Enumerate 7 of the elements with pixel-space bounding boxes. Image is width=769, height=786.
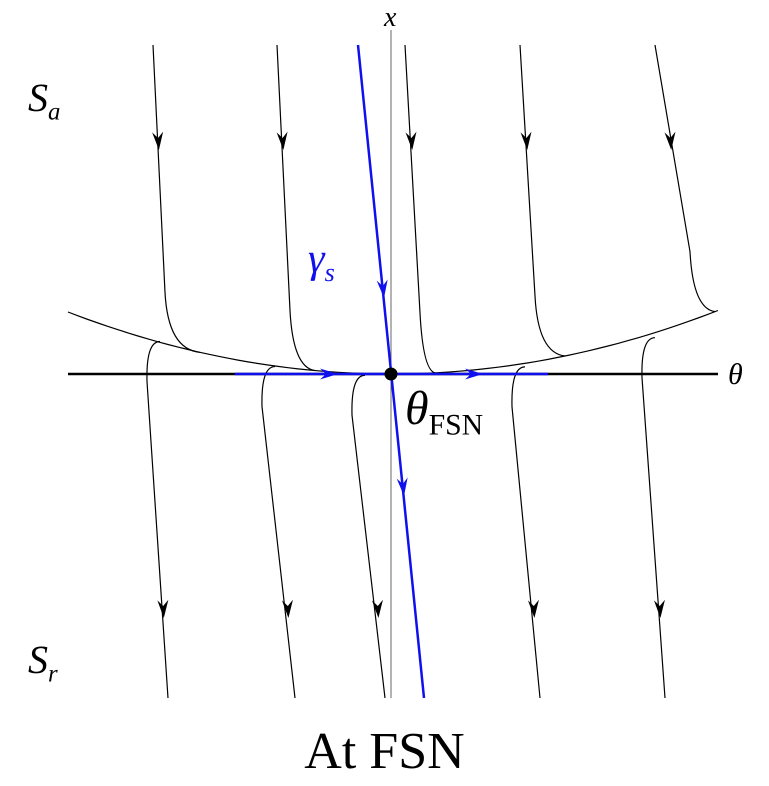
axis-label: γ$_{s}$ bbox=[308, 238, 335, 280]
axis-label: θ bbox=[728, 360, 743, 390]
caption: At FSN bbox=[303, 726, 466, 778]
axis-label: x bbox=[384, 4, 396, 32]
axis-label: θ$_{FSN}$ bbox=[405, 385, 484, 433]
axis-label: S$_{a}$ bbox=[28, 78, 60, 118]
axis-label: S$_{r}$ bbox=[28, 640, 58, 680]
